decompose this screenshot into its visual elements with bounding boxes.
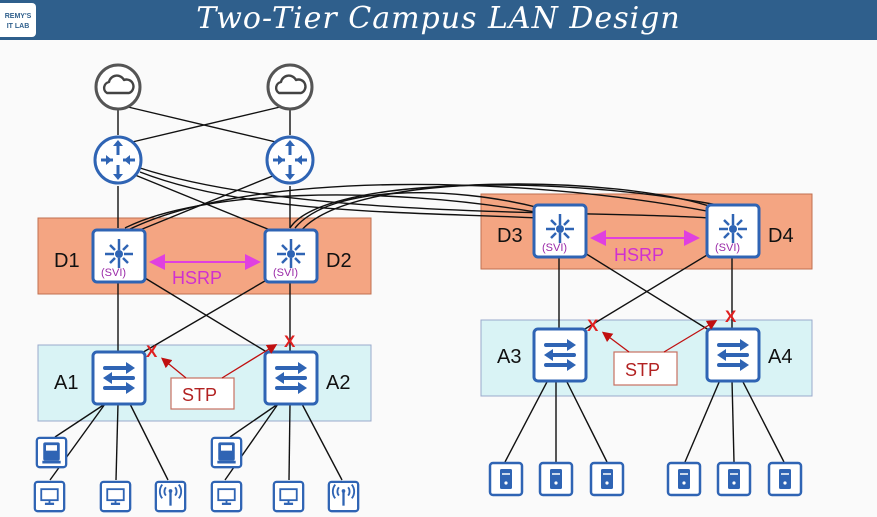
wireless-ap-2-icon [327, 480, 360, 513]
blocked-port-x-right-1: X [587, 316, 599, 335]
server-1-icon [488, 461, 524, 497]
d2-label: D2 [326, 250, 352, 272]
header-bar: REMY'S IT LAB Two-Tier Campus LAN Design [0, 0, 877, 40]
pc-3-icon [210, 480, 243, 513]
internet-cloud-2-icon [266, 63, 314, 111]
d1-svi-label: (SVI) [101, 267, 126, 279]
ip-phone-1-icon [35, 436, 68, 469]
router-1-icon [93, 135, 143, 185]
a3-label: A3 [497, 346, 521, 368]
d3-svi-label: (SVI) [542, 242, 567, 254]
stp-label-left: STP [182, 385, 217, 405]
logo-line1: REMY'S [4, 13, 32, 20]
a2-label: A2 [326, 372, 350, 394]
wireless-ap-1-icon [154, 480, 187, 513]
server-6-icon [767, 461, 803, 497]
pc-2-icon [99, 480, 132, 513]
server-2-icon [538, 461, 574, 497]
links [49, 106, 785, 481]
router-2-icon [265, 135, 315, 185]
server-5-icon [716, 461, 752, 497]
a1-switch-icon [91, 350, 147, 406]
blocked-port-x-left-2: X [284, 332, 296, 351]
a3-switch-icon [532, 327, 588, 383]
logo-line2: IT LAB [6, 23, 30, 30]
hsrp-label-right: HSRP [614, 245, 664, 265]
stp-label-right: STP [625, 360, 660, 380]
ip-phone-2-icon [210, 436, 243, 469]
a1-label: A1 [54, 372, 78, 394]
d2-svi-label: (SVI) [273, 267, 298, 279]
stp-arrow-right-1 [601, 331, 630, 353]
a2-switch-icon [263, 350, 319, 406]
hsrp-label-left: HSRP [172, 268, 222, 288]
server-3-icon [589, 461, 625, 497]
blocked-port-x-right-2: X [725, 307, 737, 326]
stp-box-left [170, 377, 235, 410]
page-title: Two-Tier Campus LAN Design [196, 1, 681, 36]
internet-cloud-1-icon [94, 63, 142, 111]
logo: REMY'S IT LAB [0, 3, 36, 37]
stp-arrow-left-2 [221, 343, 278, 379]
pc-4-icon [272, 480, 305, 513]
a4-switch-icon [705, 327, 761, 383]
d1-label: D1 [54, 250, 80, 272]
stp-arrow-right-2 [663, 319, 718, 353]
blocked-port-x-left-1: X [146, 342, 158, 361]
d4-svi-label: (SVI) [715, 242, 740, 254]
d3-label: D3 [497, 225, 523, 247]
stp-arrow-left-1 [160, 357, 187, 379]
a4-label: A4 [768, 346, 792, 368]
stp-box-right [613, 351, 678, 386]
pc-1-icon [33, 480, 66, 513]
server-4-icon [666, 461, 702, 497]
d4-label: D4 [768, 225, 794, 247]
